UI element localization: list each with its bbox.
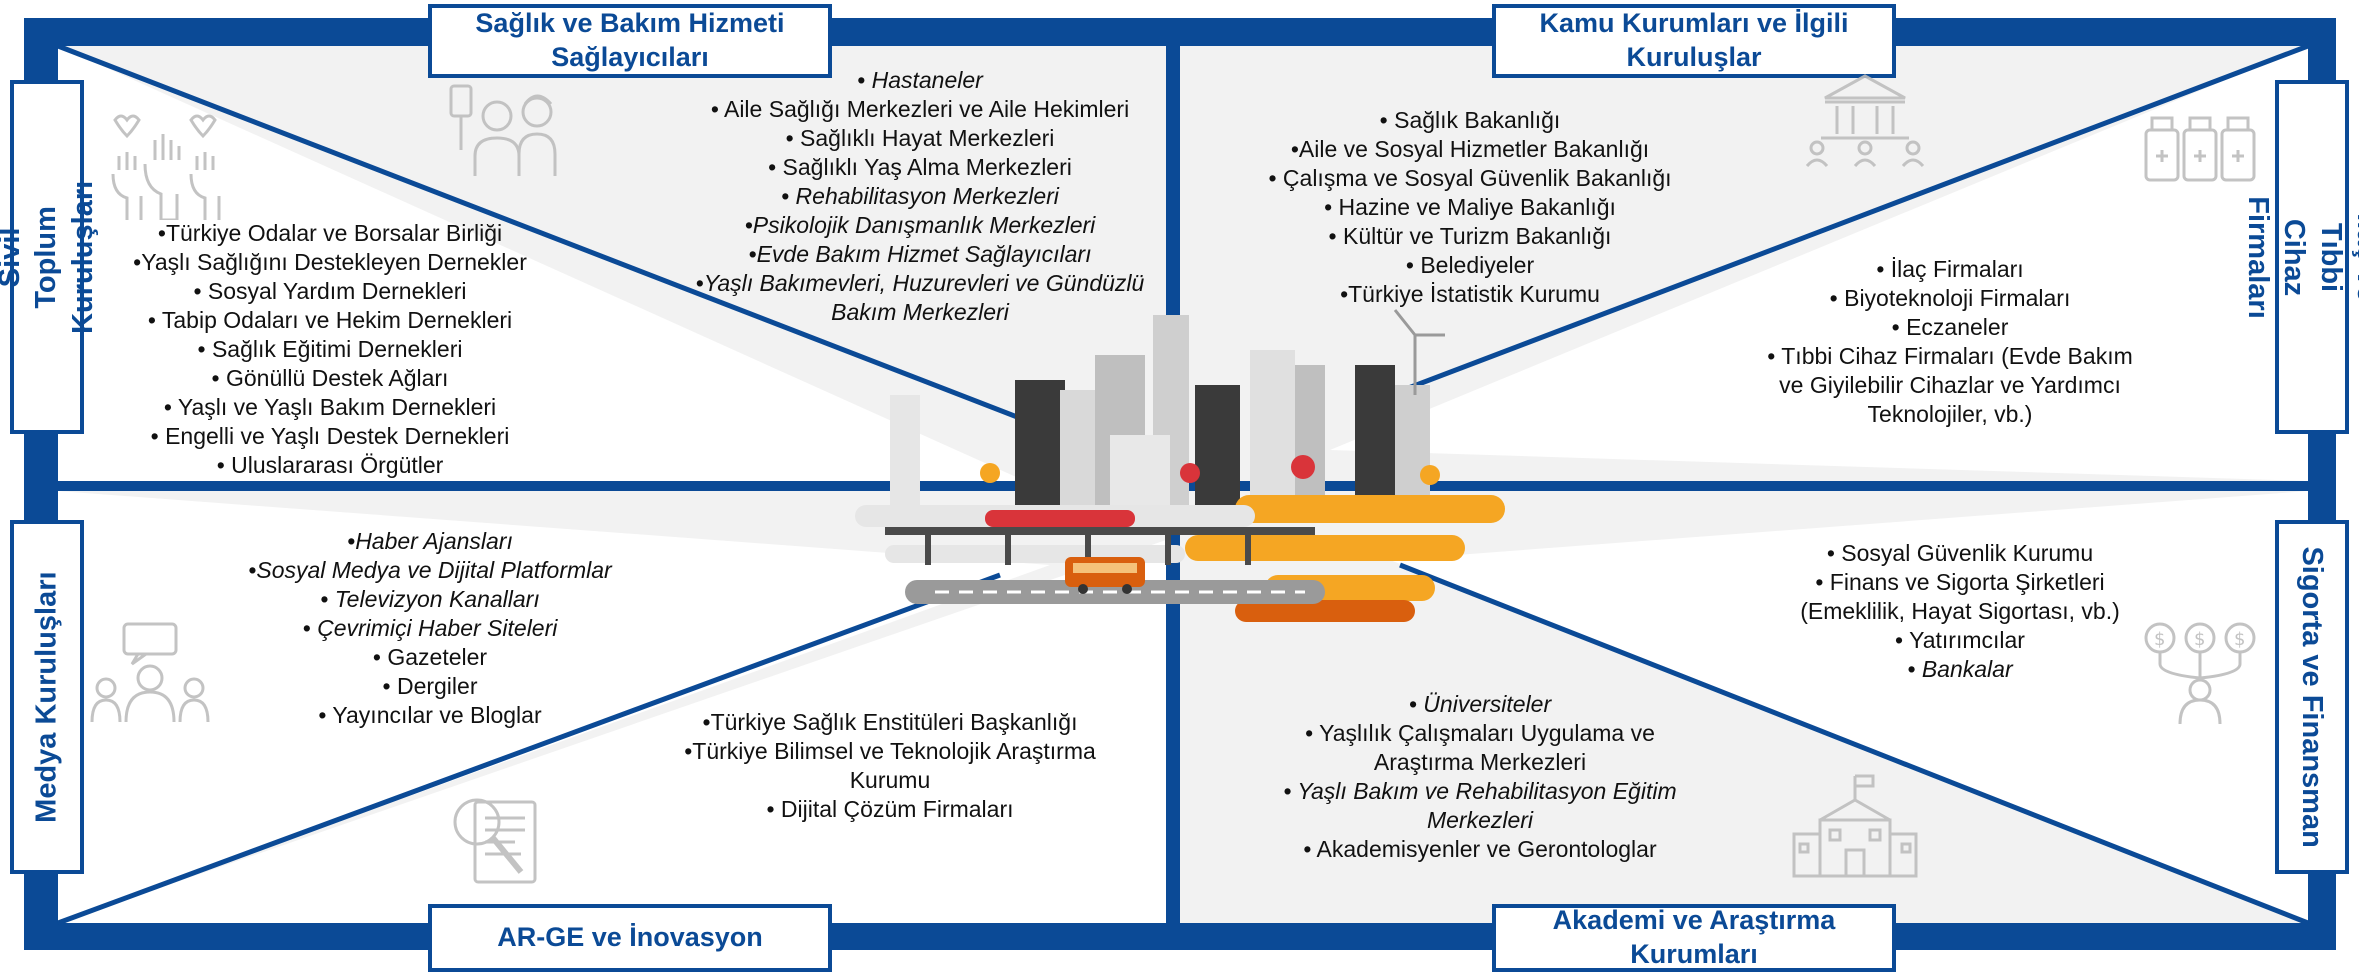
ilac-list-item: • Eczaneler [1891,314,2009,340]
kamu-list-item: •Türkiye İstatistik Kurumu [1340,281,1600,307]
kamu-list-item: • Hazine ve Maliye Bakanlığı [1324,194,1616,220]
saglik-list-item: • Sağlıklı Yaş Alma Merkezleri [768,154,1072,180]
finance-dollar-icon: $ $ $ [2144,622,2256,725]
arge-list-item: •Türkiye Sağlık Enstitüleri Başkanlığı [702,709,1078,735]
svg-text:$: $ [2194,629,2205,650]
medya-list-item: • Televizyon Kanalları [320,586,540,612]
medya-list-item: • Çevrimiçi Haber Siteleri [302,615,558,641]
arge-list: •Türkiye Sağlık Enstitüleri Başkanlığı •T… [660,708,1120,824]
triangle-left-top [58,46,1025,481]
sivil-list: •Türkiye Odalar ve Borsalar Birliği •Yaşl… [100,219,560,480]
category-arge-title: AR-GE ve İnovasyon [428,904,832,972]
sigorta-list-item: • Bankalar [1907,656,2013,682]
document-magnifier-icon [453,798,537,884]
ilac-list-item: • Tıbbi Cihaz Firmaları (Evde Bakım ve G… [1767,343,2133,427]
ilac-list-item: • İlaç Firmaları [1876,256,2024,282]
category-akademi-title-text: Akademi ve Araştırma Kurumları [1552,905,1836,969]
sivil-list-item: • Tabip Odaları ve Hekim Dernekleri [147,307,513,333]
raised-hands-hearts-icon [111,114,221,220]
sigorta-list: • Sosyal Güvenlik Kurumu • Finans ve Sigo… [1760,539,2160,684]
category-sigorta-title: Sigorta ve Finansman [2275,520,2349,874]
akademi-list: • Üniversiteler • Yaşlılık Çalışmaları Uy… [1260,690,1700,864]
saglik-list-item: •Yaşlı Bakımevleri, Huzurevleri ve Gündü… [695,270,1145,325]
category-medya-title-text: Medya Kuruluşları [30,571,63,823]
akademi-list-item: • Üniversiteler [1408,691,1552,717]
medya-list: •Haber Ajansları •Sosyal Medya ve Dijital… [220,527,640,730]
category-saglik-title-text: Sağlık ve Bakım Hizmeti Sağlayıcıları [475,8,785,72]
triangle-bottom-left [58,540,1166,923]
sigorta-list-item: • Finans ve Sigorta Şirketleri (Emeklili… [1800,569,2120,624]
category-saglik-title: Sağlık ve Bakım Hizmeti Sağlayıcıları [428,4,832,78]
sigorta-list-item: • Sosyal Güvenlik Kurumu [1826,540,2094,566]
saglik-list-item: • Rehabilitasyon Merkezleri [781,183,1059,209]
category-ilac-title: İlaç ve Tıbbi Cihaz Firmaları [2242,80,2359,434]
caregiver-elderly-icon [449,84,557,176]
category-sivil-title: Sivil Toplum Kuruluşları [0,80,99,434]
medya-list-item: • Dergiler [382,673,478,699]
sivil-list-item: • Sosyal Yardım Dernekleri [193,278,467,304]
arge-list-item: •Türkiye Bilimsel ve Teknolojik Araştırm… [684,738,1096,793]
sivil-list-item: • Sağlık Eğitimi Dernekleri [197,336,463,362]
category-kamu-title-text: Kamu Kurumları ve İlgili Kuruluşlar [1539,8,1849,72]
saglik-list-item: •Psikolojik Danışmanlık Merkezleri [744,212,1096,238]
akademi-list-item: • Yaşlılık Çalışmaları Uygulama ve Araşt… [1305,720,1655,775]
sivil-list-item: • Uluslararası Örgütler [216,452,444,478]
category-sigorta-title-text: Sigorta ve Finansman [2296,546,2329,848]
category-kamu-title: Kamu Kurumları ve İlgili Kuruluşlar [1492,4,1896,78]
sivil-list-item: •Türkiye Odalar ve Borsalar Birliği [157,220,503,246]
sigorta-list-item: • Yatırımcılar [1895,627,2025,653]
saglik-list-item: • Hastaneler [857,67,983,93]
saglik-list: • Hastaneler • Aile Sağlığı Merkezleri ve… [660,66,1180,327]
kamu-list-item: • Çalışma ve Sosyal Güvenlik Bakanlığı [1268,165,1672,191]
medya-list-item: • Gazeteler [372,644,488,670]
city-illustration [855,309,1505,622]
svg-text:$: $ [2234,629,2245,650]
kamu-list: • Sağlık Bakanlığı •Aile ve Sosyal Hizmet… [1240,106,1700,309]
sivil-list-item: •Yaşlı Sağlığını Destekleyen Dernekler [133,249,527,275]
saglik-list-item: •Evde Bakım Hizmet Sağlayıcıları [748,241,1092,267]
medya-list-item: • Yayıncılar ve Bloglar [318,702,542,728]
medya-list-item: •Sosyal Medya ve Dijital Platformlar [248,557,612,583]
kamu-list-item: •Aile ve Sosyal Hizmetler Bakanlığı [1290,136,1650,162]
akademi-list-item: • Akademisyenler ve Gerontologlar [1303,836,1657,862]
triangle-left-bottom [58,491,1050,923]
kamu-list-item: • Belediyeler [1405,252,1535,278]
sivil-list-item: • Yaşlı ve Yaşlı Bakım Dernekleri [163,394,497,420]
ilac-list-item: • Biyoteknoloji Firmaları [1829,285,2071,311]
chat-people-icon [90,622,210,723]
medya-list-item: •Haber Ajansları [347,528,513,554]
category-akademi-title: Akademi ve Araştırma Kurumları [1492,904,1896,972]
government-building-icon [1805,74,1925,168]
saglik-list-item: • Sağlıklı Hayat Merkezleri [785,125,1055,151]
kamu-list-item: • Sağlık Bakanlığı [1379,107,1561,133]
svg-text:$: $ [2154,629,2165,650]
sivil-list-item: • Gönüllü Destek Ağları [211,365,449,391]
arge-list-item: • Dijital Çözüm Firmaları [766,796,1014,822]
saglik-list-item: • Aile Sağlığı Merkezleri ve Aile Hekiml… [710,96,1130,122]
category-ilac-title-text: İlaç ve Tıbbi Cihaz Firmaları [2241,195,2359,319]
category-arge-title-text: AR-GE ve İnovasyon [497,922,763,953]
university-building-icon [1792,774,1918,878]
medicine-bottles-icon [2144,116,2256,182]
akademi-list-item: • Yaşlı Bakım ve Rehabilitasyon Eğitim M… [1283,778,1677,833]
ilac-list: • İlaç Firmaları • Biyoteknoloji Firmalar… [1740,255,2160,429]
kamu-list-item: • Kültür ve Turizm Bakanlığı [1328,223,1612,249]
triangle-right-bottom [1390,491,2308,923]
triangle-right-top [1330,46,2308,481]
category-medya-title: Medya Kuruluşları [10,520,84,874]
sivil-list-item: • Engelli ve Yaşlı Destek Dernekleri [150,423,510,449]
category-sivil-title-text: Sivil Toplum Kuruluşları [0,180,100,334]
